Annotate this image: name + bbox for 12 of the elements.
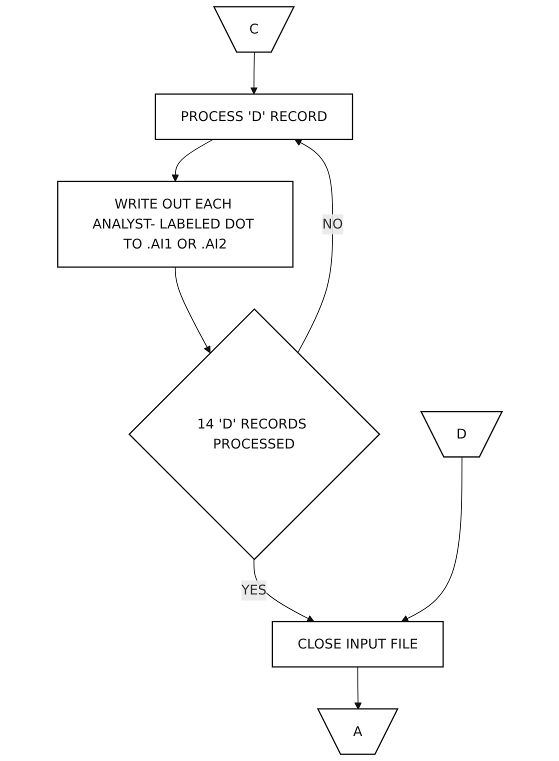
edge-label: YES	[240, 582, 266, 598]
arrow	[354, 666, 362, 710]
arrow	[171, 139, 214, 182]
arrow	[174, 266, 210, 354]
arrow	[294, 139, 333, 354]
node-box: CLOSE INPUT FILE	[271, 620, 444, 668]
arrow	[250, 52, 258, 94]
node-diamond: 14 'D' RECORDS PROCESSED	[128, 308, 380, 560]
arrow	[400, 456, 462, 622]
edge-label: NO	[322, 216, 343, 232]
node-box: WRITE OUT EACH ANALYST- LABELED DOT TO .AI1 OR .AI2	[56, 180, 294, 268]
node-box: PROCESS 'D' RECORD	[154, 93, 353, 140]
